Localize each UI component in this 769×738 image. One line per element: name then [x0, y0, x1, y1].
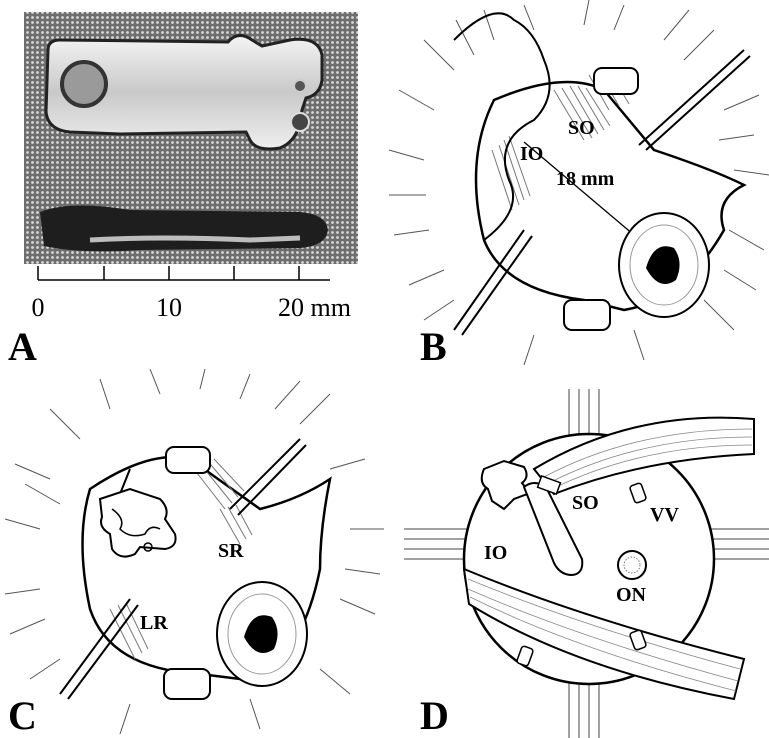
- plate-hole: [62, 62, 106, 106]
- panel-a-letter: A: [8, 324, 37, 369]
- optic-nerve: [618, 551, 646, 579]
- scale-bar: [38, 266, 330, 280]
- label-so: SO: [568, 117, 595, 139]
- panel-d-letter: D: [420, 693, 449, 738]
- panel-c-letter: C: [8, 693, 37, 738]
- label-on: ON: [616, 584, 647, 606]
- superior-tab: [166, 447, 210, 473]
- label-lr: LR: [140, 612, 168, 634]
- inferior-tab: [564, 300, 610, 330]
- panel-b: 18 mm SO IO B: [384, 0, 769, 369]
- panel-b-letter: B: [420, 324, 447, 369]
- label-vv: VV: [650, 504, 679, 526]
- panel-a: 0 10 20 mm A: [0, 0, 384, 369]
- implant-clip: [40, 205, 328, 251]
- panel-d: SO VV IO ON D: [384, 369, 769, 738]
- scale-tick-20: 20 mm: [278, 293, 351, 322]
- label-io: IO: [520, 143, 543, 165]
- scale-tick-10: 10: [156, 293, 182, 322]
- label-io: IO: [484, 542, 507, 564]
- label-so: SO: [572, 492, 599, 514]
- inferior-tab: [164, 669, 210, 699]
- plate-screw-hole: [291, 113, 309, 131]
- label-sr: SR: [218, 540, 244, 562]
- scale-tick-0: 0: [32, 293, 45, 322]
- panel-c: SR LR C: [0, 369, 384, 738]
- label-distance: 18 mm: [556, 168, 615, 190]
- superior-tab: [594, 68, 638, 94]
